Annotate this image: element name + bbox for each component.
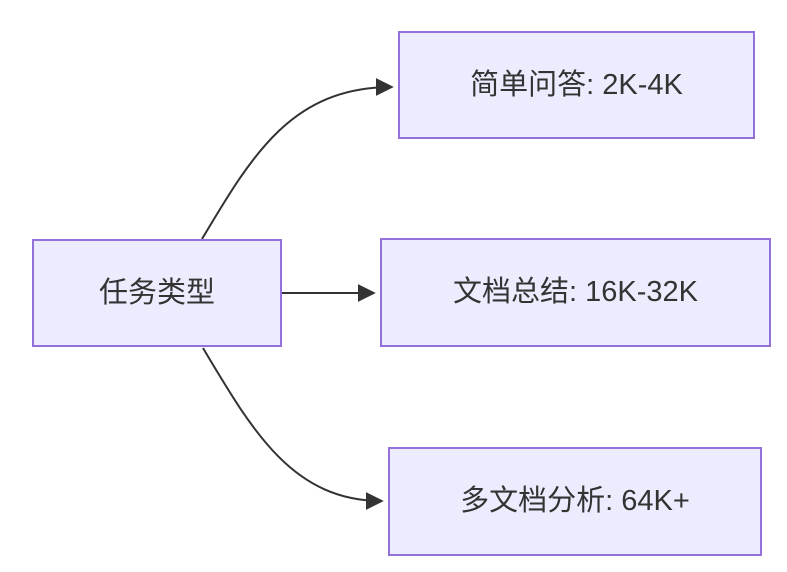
node-multidoc-analysis: 多文档分析: 64K+ [388, 447, 762, 556]
node-doc-summary: 文档总结: 16K-32K [380, 238, 771, 347]
edge-root-to-multidoc [202, 347, 384, 510]
node-multidoc-analysis-label: 多文档分析: 64K+ [460, 485, 690, 517]
edge-root-to-simple-qa [201, 78, 394, 240]
node-task-type: 任务类型 [32, 239, 282, 347]
node-task-type-label: 任务类型 [98, 276, 215, 309]
node-simple-qa: 简单问答: 2K-4K [398, 31, 755, 139]
node-simple-qa-label: 简单问答: 2K-4K [470, 68, 683, 101]
node-doc-summary-label: 文档总结: 16K-32K [453, 276, 698, 308]
